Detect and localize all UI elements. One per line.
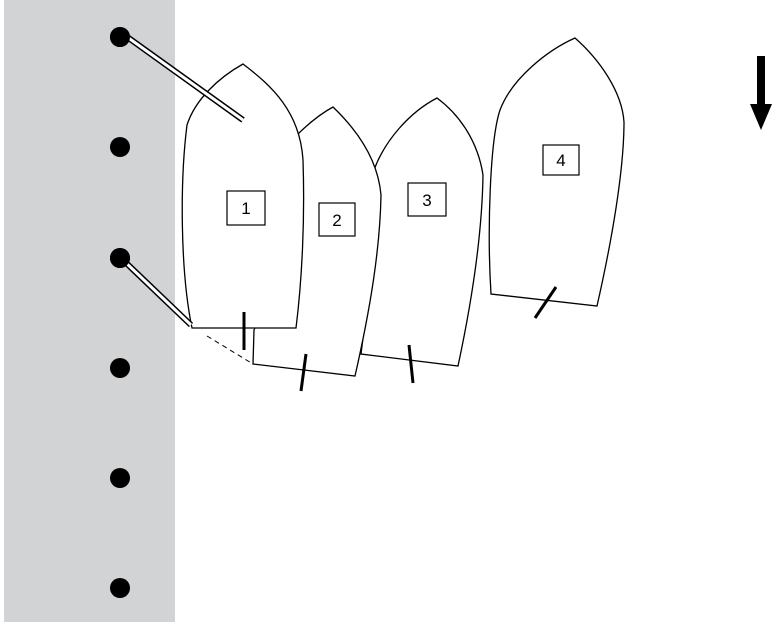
bollard bbox=[110, 27, 130, 47]
bollard bbox=[110, 578, 130, 598]
bollard bbox=[110, 137, 130, 157]
boat-4-number: 4 bbox=[556, 151, 565, 170]
mooring-line-stern bbox=[120, 257, 194, 328]
boat-3-number-box bbox=[407, 182, 447, 217]
arrow-down-icon bbox=[750, 56, 772, 130]
mooring-line-bow bbox=[121, 31, 245, 123]
boat-4: 4 bbox=[488, 37, 625, 319]
boat-1-number: 1 bbox=[241, 199, 250, 218]
boat-1-number-box bbox=[226, 190, 266, 226]
dock bbox=[4, 0, 175, 622]
boat-1: 1 bbox=[181, 63, 305, 350]
boat-2-rudder bbox=[299, 353, 308, 392]
boat-4-rudder bbox=[533, 286, 558, 319]
boat-2-number: 2 bbox=[332, 211, 341, 230]
bollard bbox=[110, 248, 130, 268]
bollard bbox=[110, 468, 130, 488]
bollard bbox=[110, 358, 130, 378]
boat-4-number-box bbox=[542, 144, 580, 176]
boat-3: 3 bbox=[360, 97, 484, 384]
boat-3-number: 3 bbox=[422, 191, 431, 210]
dashed-connector bbox=[206, 335, 254, 365]
boat-2-number-box bbox=[318, 202, 356, 237]
boat-3-rudder bbox=[407, 344, 415, 384]
